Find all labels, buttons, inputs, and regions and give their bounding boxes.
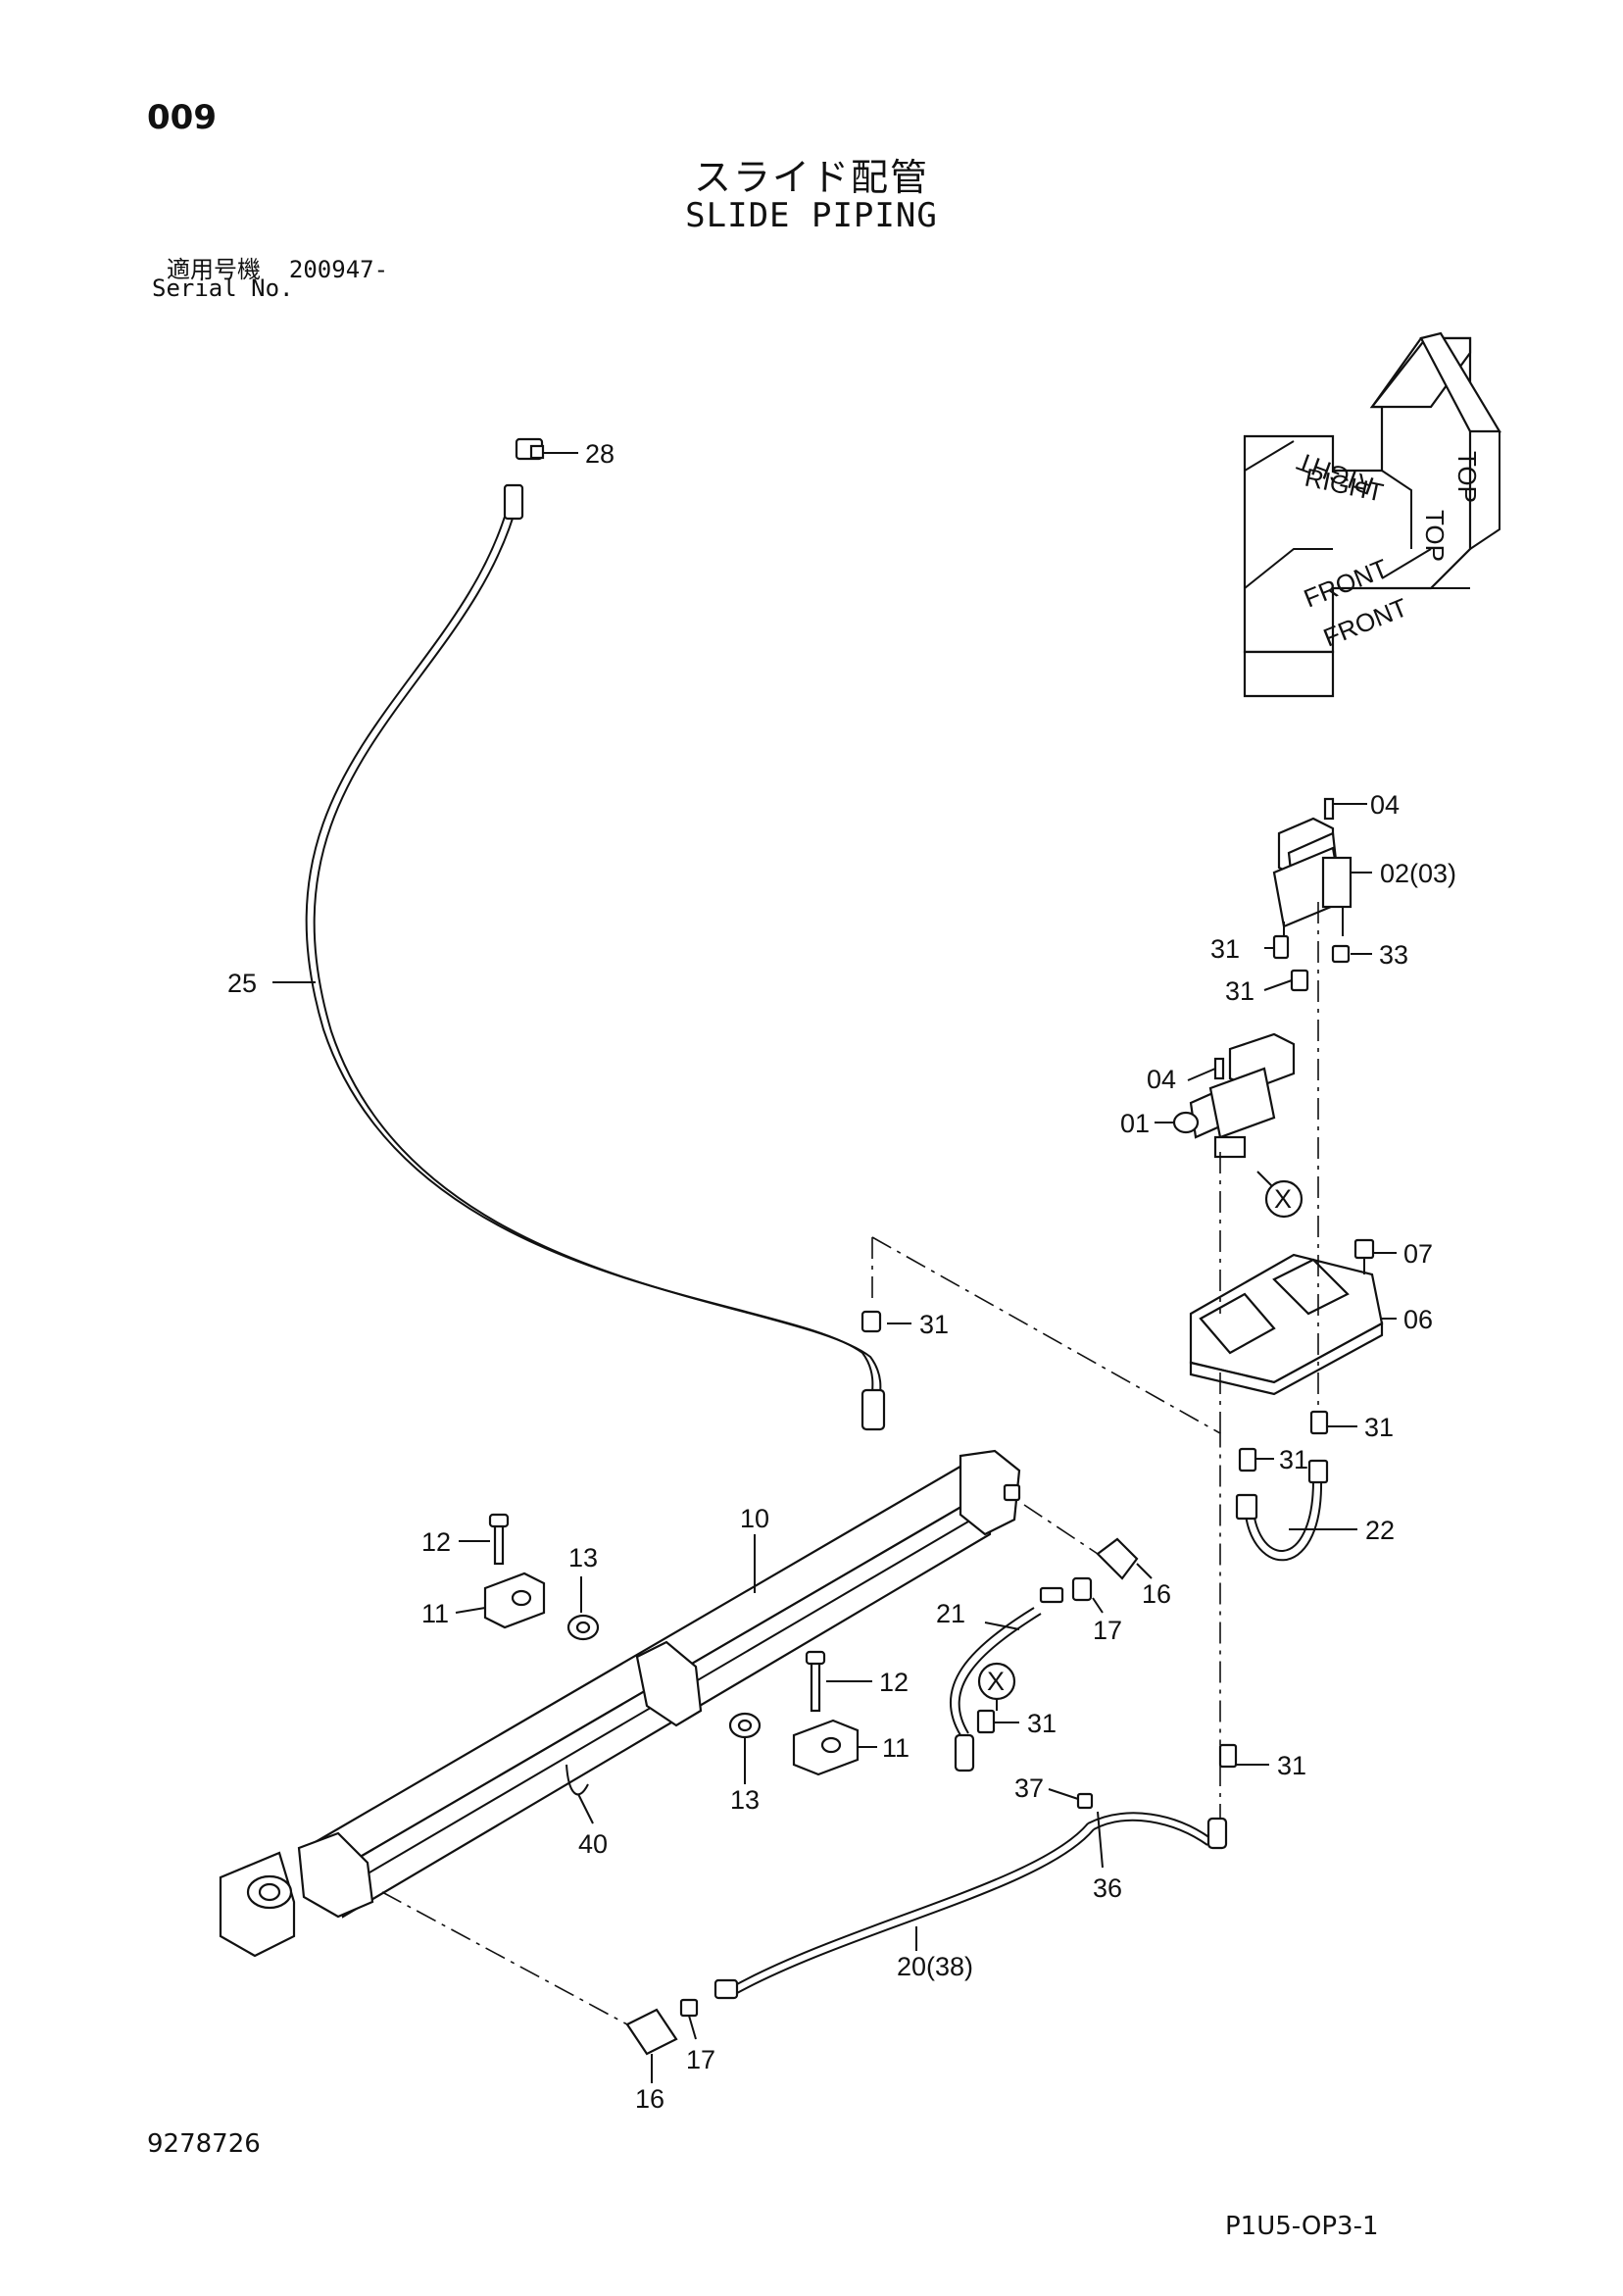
callout-x-b: X — [987, 1667, 1005, 1696]
serial-label-en: Serial No. — [152, 275, 294, 302]
document-number: 9278726 — [147, 2129, 261, 2159]
x-markers: X X — [977, 1171, 1303, 1711]
hose-21 — [949, 1537, 1139, 1772]
callout-31-a: 31 — [1210, 934, 1240, 964]
title-japanese: スライド配管 — [693, 156, 929, 199]
callout-x-a: X — [1274, 1184, 1292, 1214]
fittings-31-right — [976, 1410, 1329, 1769]
callout-16-upper: 16 — [1142, 1579, 1171, 1609]
hose-20 — [625, 1792, 1228, 2056]
clamp-right — [728, 1650, 860, 1776]
plate-06 — [1189, 1238, 1384, 1396]
callout-36: 36 — [1093, 1873, 1122, 1903]
callout-04-lower: 04 — [1147, 1065, 1176, 1094]
assembly-lines — [381, 902, 1319, 2025]
callout-11-left: 11 — [421, 1599, 449, 1628]
callout-31-g: 31 — [1277, 1751, 1306, 1780]
orient-top-a: TOP — [1420, 510, 1450, 562]
callout-16-lower: 16 — [635, 2084, 664, 2114]
callout-10: 10 — [740, 1504, 769, 1533]
applicable-label-jp: 適用号機 — [167, 256, 261, 283]
callout-31-f: 31 — [1027, 1709, 1057, 1738]
callout-31-d: 31 — [1364, 1413, 1394, 1442]
callout-28: 28 — [585, 439, 615, 469]
hose-22 — [1235, 1459, 1329, 1562]
callout-12-left: 12 — [421, 1527, 451, 1557]
callout-13-left: 13 — [568, 1543, 598, 1572]
callout-21: 21 — [936, 1599, 965, 1628]
title-english: SLIDE PIPING — [685, 196, 938, 235]
callout-04-upper: 04 — [1370, 790, 1400, 820]
clamp-left — [483, 1513, 600, 1641]
callout-11-right: 11 — [882, 1733, 910, 1763]
callout-02-03: 02(03) — [1380, 859, 1456, 888]
page-code: P1U5-OP3-1 — [1225, 2212, 1379, 2241]
orientation-indicator: TOP TOP RIGHT RIGHT FRONT FRONT — [1243, 331, 1501, 698]
orient-top-b: TOP — [1452, 451, 1482, 503]
valve-02 — [1272, 797, 1352, 992]
callout-06: 06 — [1403, 1305, 1433, 1334]
leader-lines — [272, 452, 1397, 2083]
applicable-serial-line: 適用号機 200947- — [167, 250, 388, 284]
callout-17-upper: 17 — [1093, 1616, 1122, 1645]
callout-31-b: 31 — [1225, 976, 1254, 1006]
page-number: 009 — [147, 98, 217, 137]
callout-25: 25 — [227, 969, 257, 998]
serial-from: 200947- — [288, 256, 389, 283]
valve-01 — [1172, 1032, 1296, 1159]
callout-20-38: 20(38) — [897, 1952, 973, 1981]
callout-22: 22 — [1365, 1516, 1395, 1545]
callout-33: 33 — [1379, 940, 1408, 970]
hose-25 — [305, 437, 886, 1431]
callout-01: 01 — [1120, 1109, 1150, 1138]
callout-07: 07 — [1403, 1239, 1433, 1269]
callout-40: 40 — [578, 1829, 608, 1859]
callout-13-right: 13 — [730, 1785, 760, 1815]
callout-37: 37 — [1014, 1773, 1044, 1803]
callout-12-right: 12 — [879, 1668, 909, 1697]
callout-17-lower: 17 — [686, 2045, 715, 2074]
cylinder-10 — [219, 1449, 1021, 1958]
callout-31-c: 31 — [919, 1310, 949, 1339]
callout-31-e: 31 — [1279, 1445, 1308, 1474]
